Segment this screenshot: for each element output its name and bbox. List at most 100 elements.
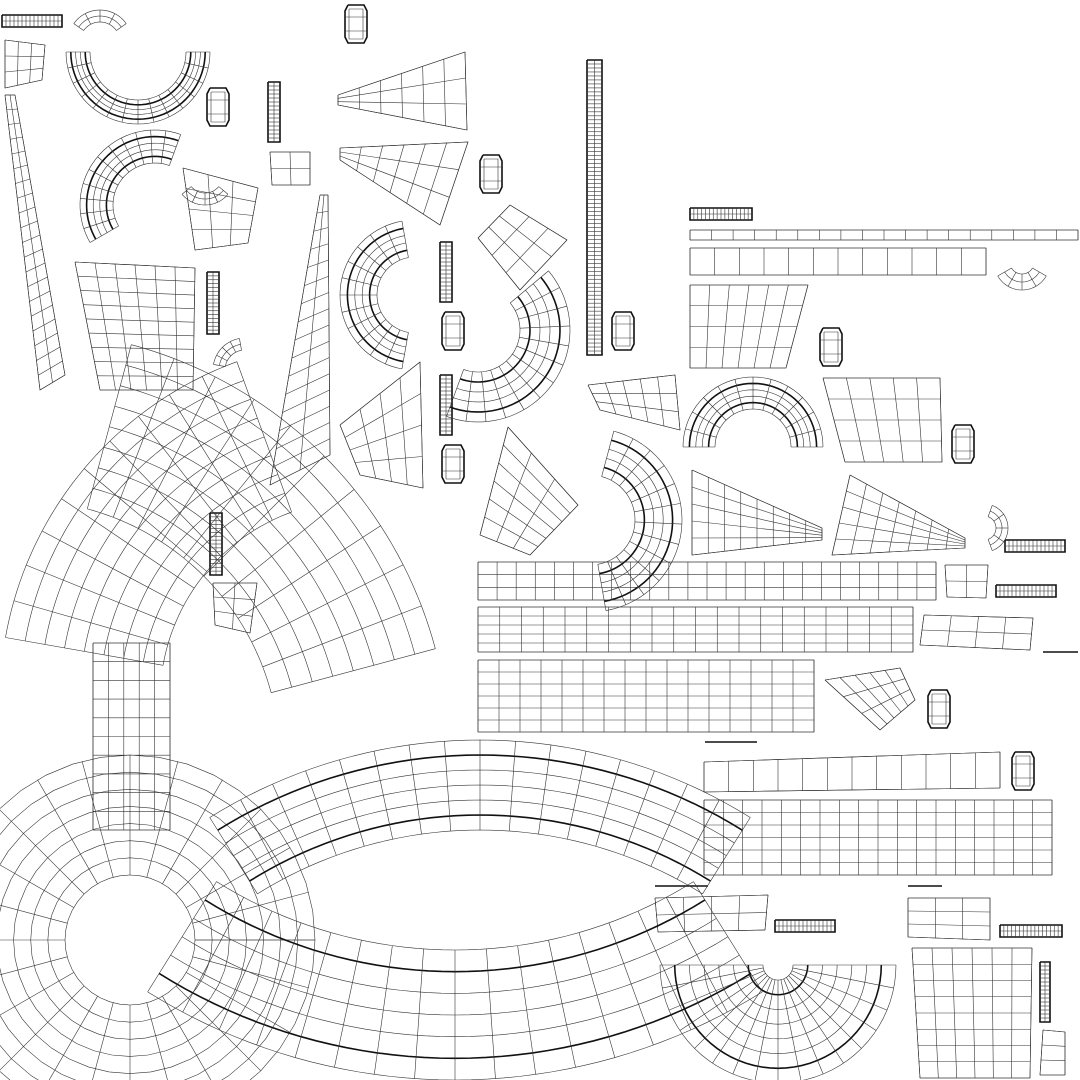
uv-edge <box>498 462 563 522</box>
uv-edge <box>445 448 461 480</box>
uv-edge <box>138 416 238 543</box>
uv-edge <box>257 829 703 895</box>
uv-edge <box>17 192 33 199</box>
uv-strip <box>206 271 220 335</box>
uv-edge <box>633 531 679 545</box>
uv-edge <box>629 541 672 564</box>
uv-edge <box>85 135 179 240</box>
uv-edge <box>780 979 802 1080</box>
uv-edge <box>214 610 253 617</box>
uv-edge <box>121 98 128 123</box>
uv-edge <box>693 881 763 993</box>
uv-edge <box>762 964 794 981</box>
uv-edge <box>401 221 409 258</box>
uv-edge <box>444 741 452 832</box>
uv-edge <box>479 426 579 556</box>
uv-edge <box>135 132 145 165</box>
uv-edge <box>25 262 46 273</box>
uv-edge <box>945 528 949 550</box>
uv-edge <box>88 332 194 337</box>
uv-edge <box>516 345 564 366</box>
uv-edge <box>578 932 616 1058</box>
uv-edge <box>616 556 645 595</box>
uv-edge <box>17 41 19 86</box>
uv-edge <box>508 741 516 832</box>
uv-edge <box>150 130 153 164</box>
uv-edge <box>305 770 337 856</box>
uv-long-rect <box>689 229 1079 241</box>
uv-edge <box>347 311 382 329</box>
uv-edge <box>212 582 258 634</box>
uv-edge <box>237 525 381 619</box>
uv-edge <box>182 897 245 1013</box>
uv-edge <box>997 267 1012 277</box>
uv-edge <box>951 424 975 464</box>
uv-strip <box>267 81 281 143</box>
uv-edge <box>376 257 409 333</box>
uv-edge <box>94 361 194 364</box>
uv-edge <box>339 141 469 226</box>
uv-edge <box>20 220 38 229</box>
uv-edge <box>158 95 170 117</box>
uv-edge <box>209 817 258 894</box>
uv-island-semicircle <box>659 964 897 1080</box>
uv-edge <box>192 891 309 924</box>
uv-edge <box>637 910 692 1030</box>
uv-edge <box>92 1002 114 1080</box>
uv-edge <box>783 978 824 1075</box>
uv-edge <box>703 397 727 421</box>
uv-edge <box>401 332 409 369</box>
uv-edge <box>703 751 1001 793</box>
uv-edge <box>422 66 425 122</box>
uv-edge <box>188 208 254 216</box>
uv-edge <box>218 910 273 1030</box>
uv-edge <box>213 596 255 600</box>
uv-edge <box>786 977 844 1064</box>
uv-edge <box>626 465 665 494</box>
uv-island-trumpet <box>691 469 823 556</box>
uv-edge <box>112 162 170 227</box>
uv-edge <box>81 761 114 878</box>
uv-edge <box>271 648 436 693</box>
uv-edge <box>689 207 753 221</box>
uv-edge <box>459 296 531 383</box>
uv-edge <box>357 246 387 271</box>
uv-edge <box>907 910 991 913</box>
uv-edge <box>505 228 549 273</box>
uv-edge <box>11 150 26 155</box>
uv-edge <box>789 428 821 438</box>
uv-edge <box>146 1002 168 1080</box>
uv-edge <box>987 539 993 551</box>
uv-edge <box>389 144 405 193</box>
uv-edge <box>1039 1029 1066 1076</box>
uv-edge <box>453 283 551 403</box>
uv-island <box>269 151 311 186</box>
uv-edge <box>182 167 259 251</box>
uv-island <box>182 167 259 251</box>
uv-edge <box>694 975 768 1049</box>
uv-edge <box>788 975 862 1049</box>
uv-edge <box>310 243 329 250</box>
uv-edge <box>169 134 181 166</box>
uv-edge <box>146 761 179 878</box>
uv-edge <box>503 444 571 514</box>
uv-edge <box>0 754 316 1080</box>
uv-edge <box>538 744 552 835</box>
uv-edge <box>341 277 379 287</box>
uv-edge <box>587 374 681 431</box>
uv-edge <box>691 503 823 534</box>
uv-edge <box>689 284 809 369</box>
uv-edge <box>380 80 382 114</box>
uv-edge <box>218 186 229 195</box>
uv-edge <box>608 922 654 1046</box>
uv-edge <box>347 261 382 279</box>
uv-edge <box>691 469 823 556</box>
uv-long-rect <box>703 799 1053 876</box>
uv-edge <box>181 72 203 84</box>
uv-edge <box>203 455 325 577</box>
uv-edge <box>692 411 721 429</box>
uv-long-rect <box>703 751 1001 793</box>
uv-edge <box>662 967 764 989</box>
uv-edge <box>734 379 744 411</box>
uv-edge <box>272 438 331 468</box>
